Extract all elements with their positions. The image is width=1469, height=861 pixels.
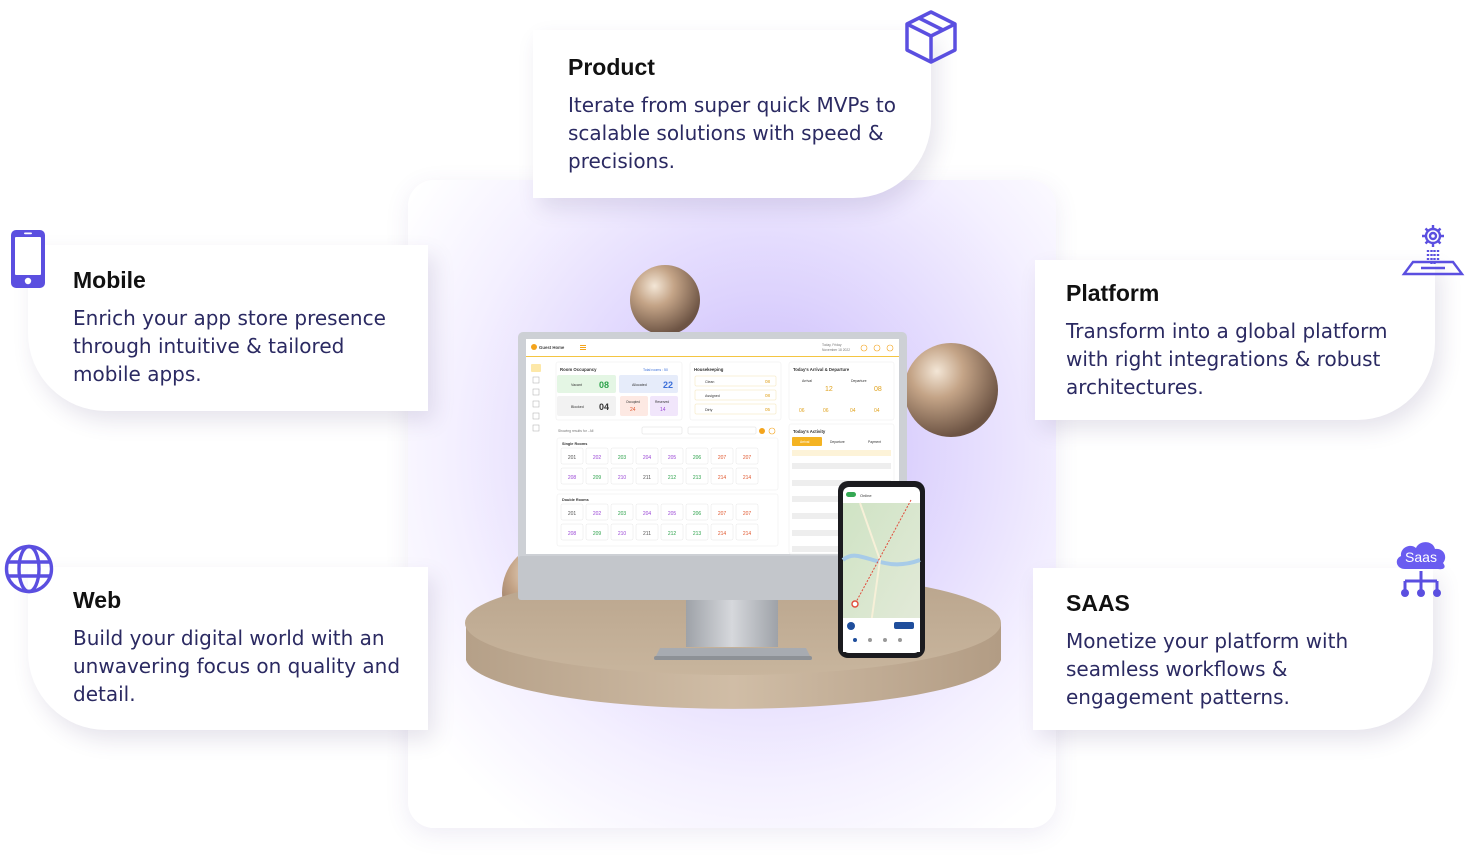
mobile-title: Mobile	[73, 267, 146, 293]
mobile-description: Enrich your app store presence through i…	[73, 306, 386, 386]
saas-label: Saas	[1405, 549, 1437, 565]
hero-panel	[408, 180, 1056, 828]
globe-icon	[3, 543, 55, 595]
web-card: Web Build your digital world with an unw…	[28, 567, 428, 730]
platform-title: Platform	[1066, 280, 1160, 306]
platform-description: Transform into a global platform with ri…	[1066, 319, 1388, 399]
product-description: Iterate from super quick MVPs to scalabl…	[568, 93, 896, 173]
web-title: Web	[73, 587, 122, 613]
cube-icon	[902, 8, 960, 66]
mobile-card: Mobile Enrich your app store presence th…	[28, 245, 428, 411]
gear-platform-icon	[1401, 222, 1465, 278]
web-description: Build your digital world with an unwaver…	[73, 626, 401, 706]
platform-card: Platform Transform into a global platfor…	[1035, 260, 1435, 420]
saas-title: SAAS	[1066, 590, 1130, 616]
saas-card: SAAS Monetize your platform with seamles…	[1033, 568, 1433, 730]
saas-cloud-icon: Saas	[1391, 535, 1451, 601]
product-card: Product Iterate from super quick MVPs to…	[533, 30, 931, 198]
saas-description: Monetize your platform with seamless wor…	[1066, 629, 1349, 709]
product-title: Product	[568, 54, 655, 80]
smartphone-icon	[9, 228, 47, 290]
